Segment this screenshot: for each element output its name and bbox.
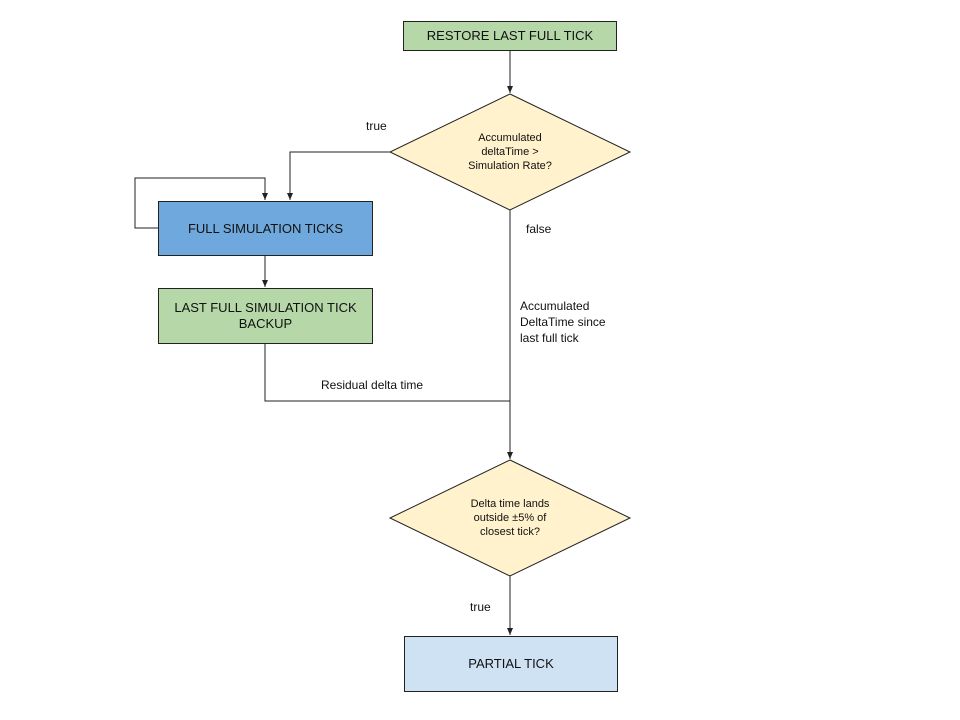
edge-label-false: false xyxy=(526,222,552,236)
edge-label-true-top: true xyxy=(366,119,387,133)
restore-last-full-tick-node: RESTORE LAST FULL TICK xyxy=(403,21,617,51)
edge-label-residual-delta-time: Residual delta time xyxy=(321,378,424,392)
edge-residual-delta-time xyxy=(264,344,510,402)
edge-true-to-full-ticks xyxy=(287,151,390,200)
edge-label-true-bottom: true xyxy=(470,600,491,614)
partial-tick-node: PARTIAL TICK xyxy=(404,636,618,692)
edge-full-ticks-loop xyxy=(134,177,268,229)
decision-outside-label: Delta time lands outside ±5% of closest … xyxy=(470,498,550,538)
last-full-simulation-tick-backup-node: LAST FULL SIMULATION TICK BACKUP xyxy=(158,288,373,344)
edge-label-accumulated-deltatime: Accumulated DeltaTime since last full ti… xyxy=(520,299,606,345)
full-simulation-ticks-node: FULL SIMULATION TICKS xyxy=(158,201,373,256)
decision-rate-label: Accumulated deltaTime > Simulation Rate? xyxy=(468,132,552,172)
